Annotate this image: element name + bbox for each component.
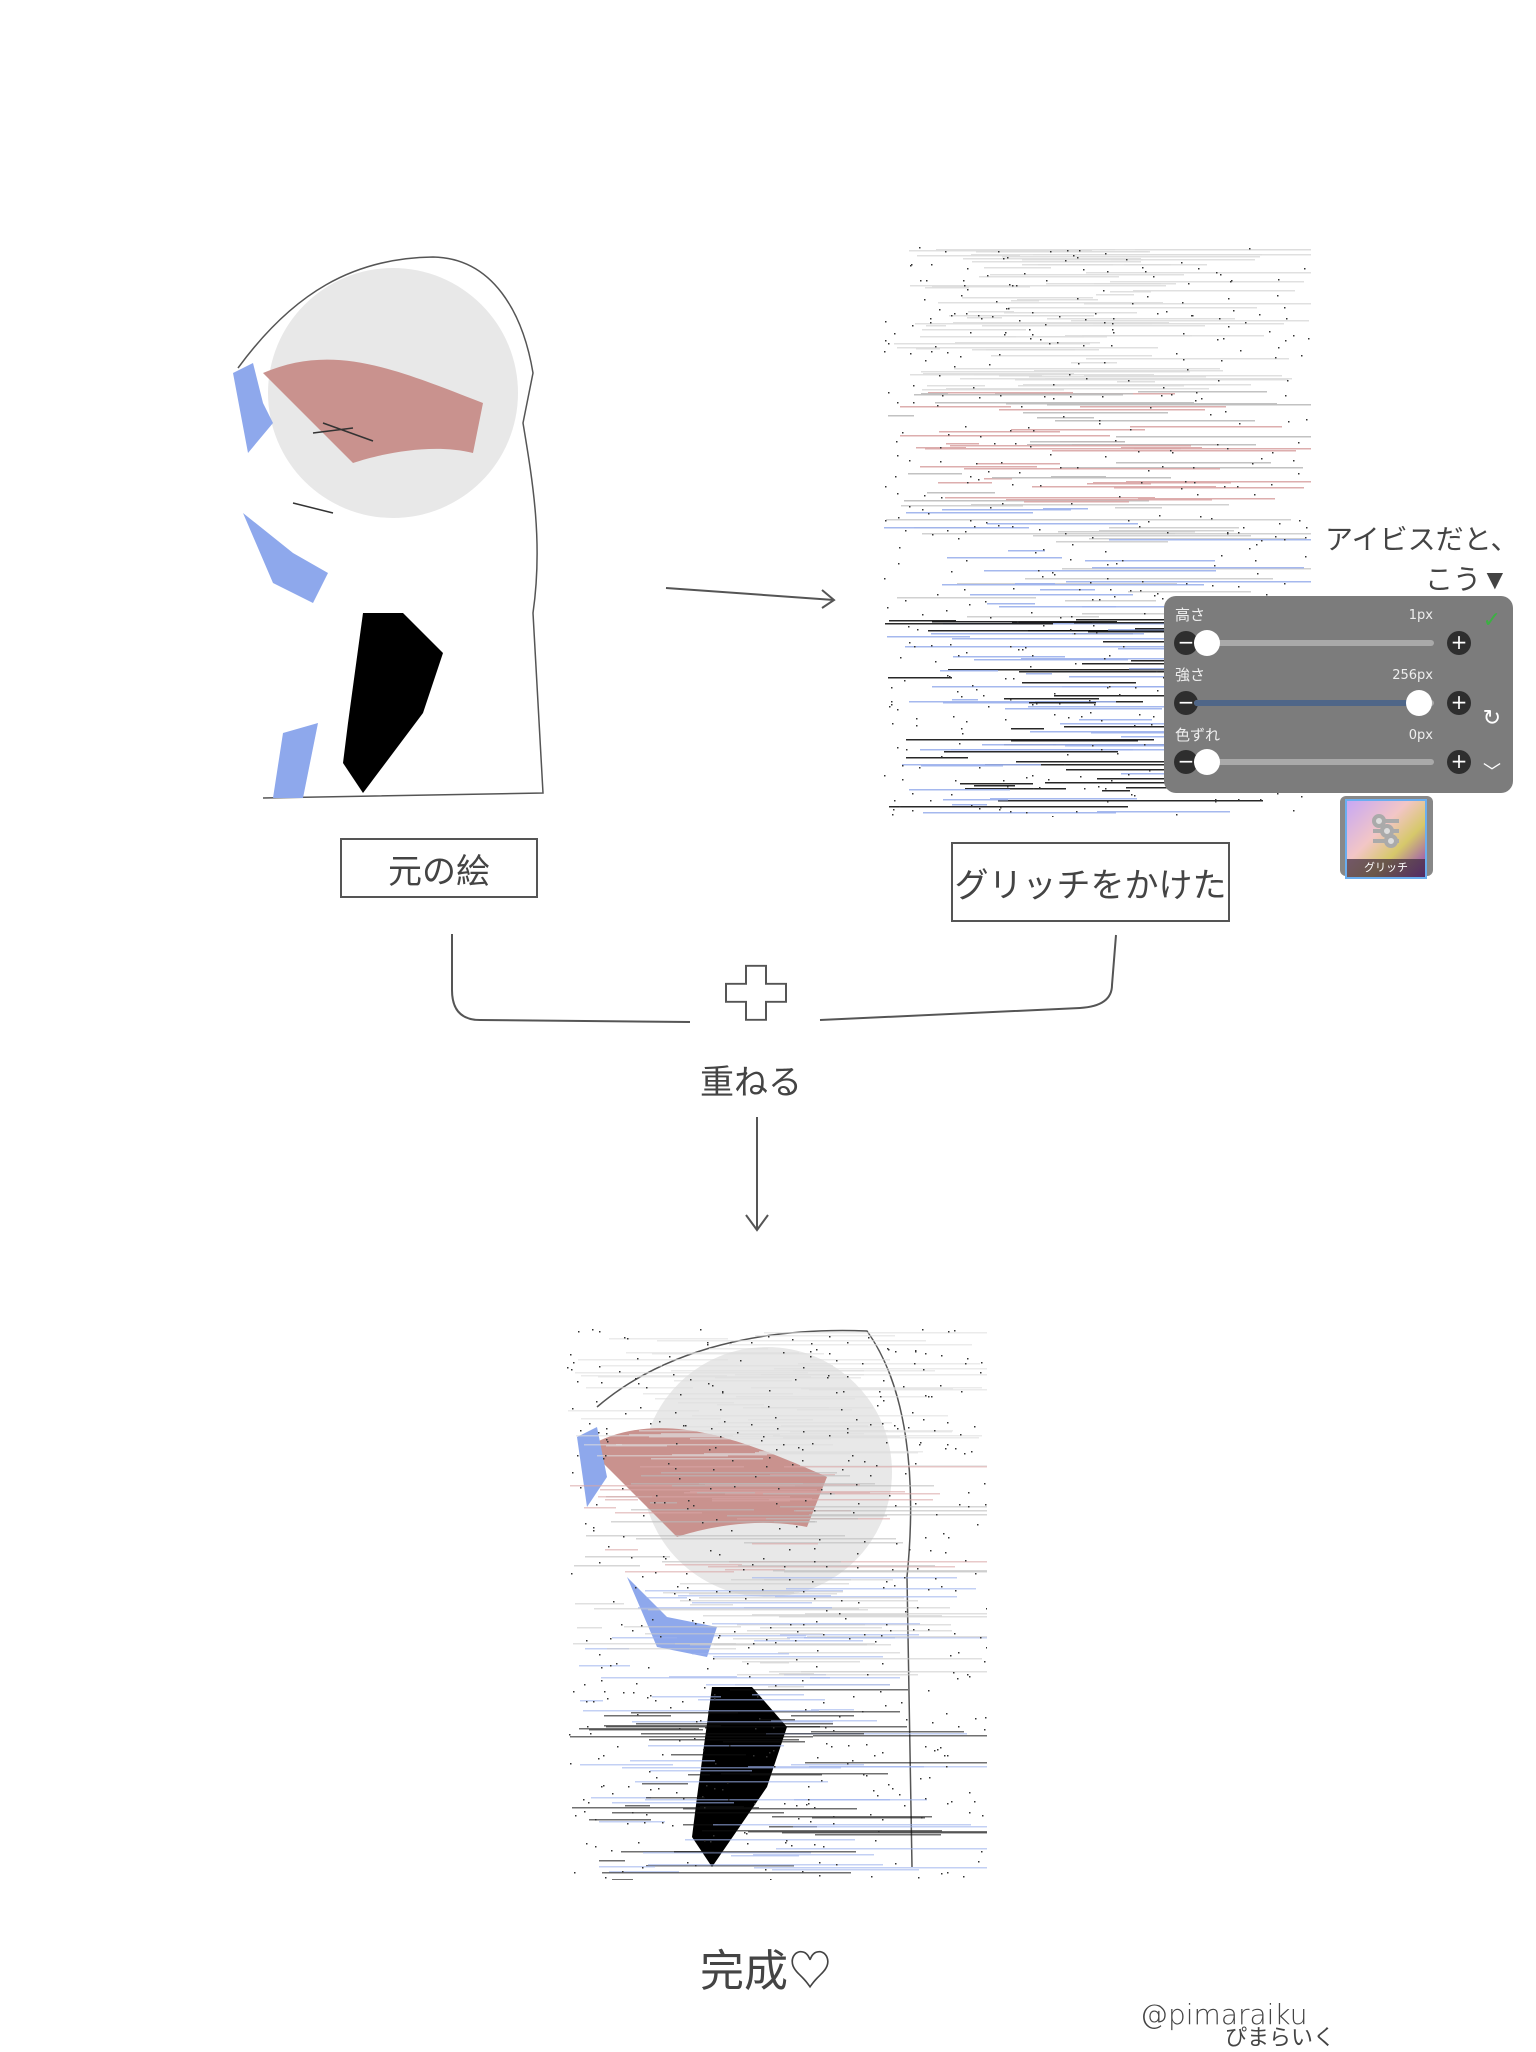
slider-value: 1px [1408, 608, 1433, 623]
slider-label: 高さ [1175, 606, 1206, 624]
note-line-2: こう▼ [1425, 563, 1509, 596]
slider-value: 256px [1392, 668, 1433, 683]
glitched-illustration [884, 247, 1311, 817]
plus-icon [725, 964, 787, 1021]
plus-icon[interactable]: + [1447, 631, 1471, 655]
original-illustration [233, 256, 544, 799]
plus-icon[interactable]: + [1447, 691, 1471, 715]
slider-value: 0px [1408, 728, 1433, 743]
author-handle: @pimaraiku [1140, 1998, 1308, 2031]
thumbnail-label: グリッチ [1347, 859, 1425, 877]
arrow-right-icon [665, 587, 836, 609]
slider-knob[interactable] [1194, 630, 1220, 656]
author-name: ぴまらいく [1225, 2026, 1336, 2051]
slider-knob[interactable] [1406, 690, 1432, 716]
slider-label: 色ずれ [1175, 726, 1221, 744]
sliders-icon [1372, 814, 1399, 848]
chevron-down-icon[interactable]: ﹀ [1483, 762, 1501, 783]
check-icon[interactable]: ✓ [1482, 608, 1501, 633]
arrow-down-icon [745, 1117, 769, 1232]
label-original: 元の絵 [340, 838, 538, 898]
label-overlay: 重ねる [700, 1063, 802, 1103]
slider-knob[interactable] [1194, 749, 1220, 775]
glitch-filter-panel: 高さ 1px − + 強さ 256px − + 色ずれ 0px − + ✓ ↻ … [1164, 596, 1513, 793]
glitch-filter-thumbnail[interactable]: グリッチ [1340, 796, 1433, 879]
label-done: 完成♡ [700, 1946, 832, 1997]
reset-icon[interactable]: ↻ [1482, 706, 1501, 731]
label-glitched: グリッチをかけた [951, 842, 1230, 922]
merge-bracket [451, 934, 1117, 1023]
note-line-1: アイビスだと、 [1325, 523, 1519, 556]
slider-label: 強さ [1175, 666, 1206, 684]
final-illustration [567, 1329, 987, 1880]
plus-icon[interactable]: + [1447, 750, 1471, 774]
